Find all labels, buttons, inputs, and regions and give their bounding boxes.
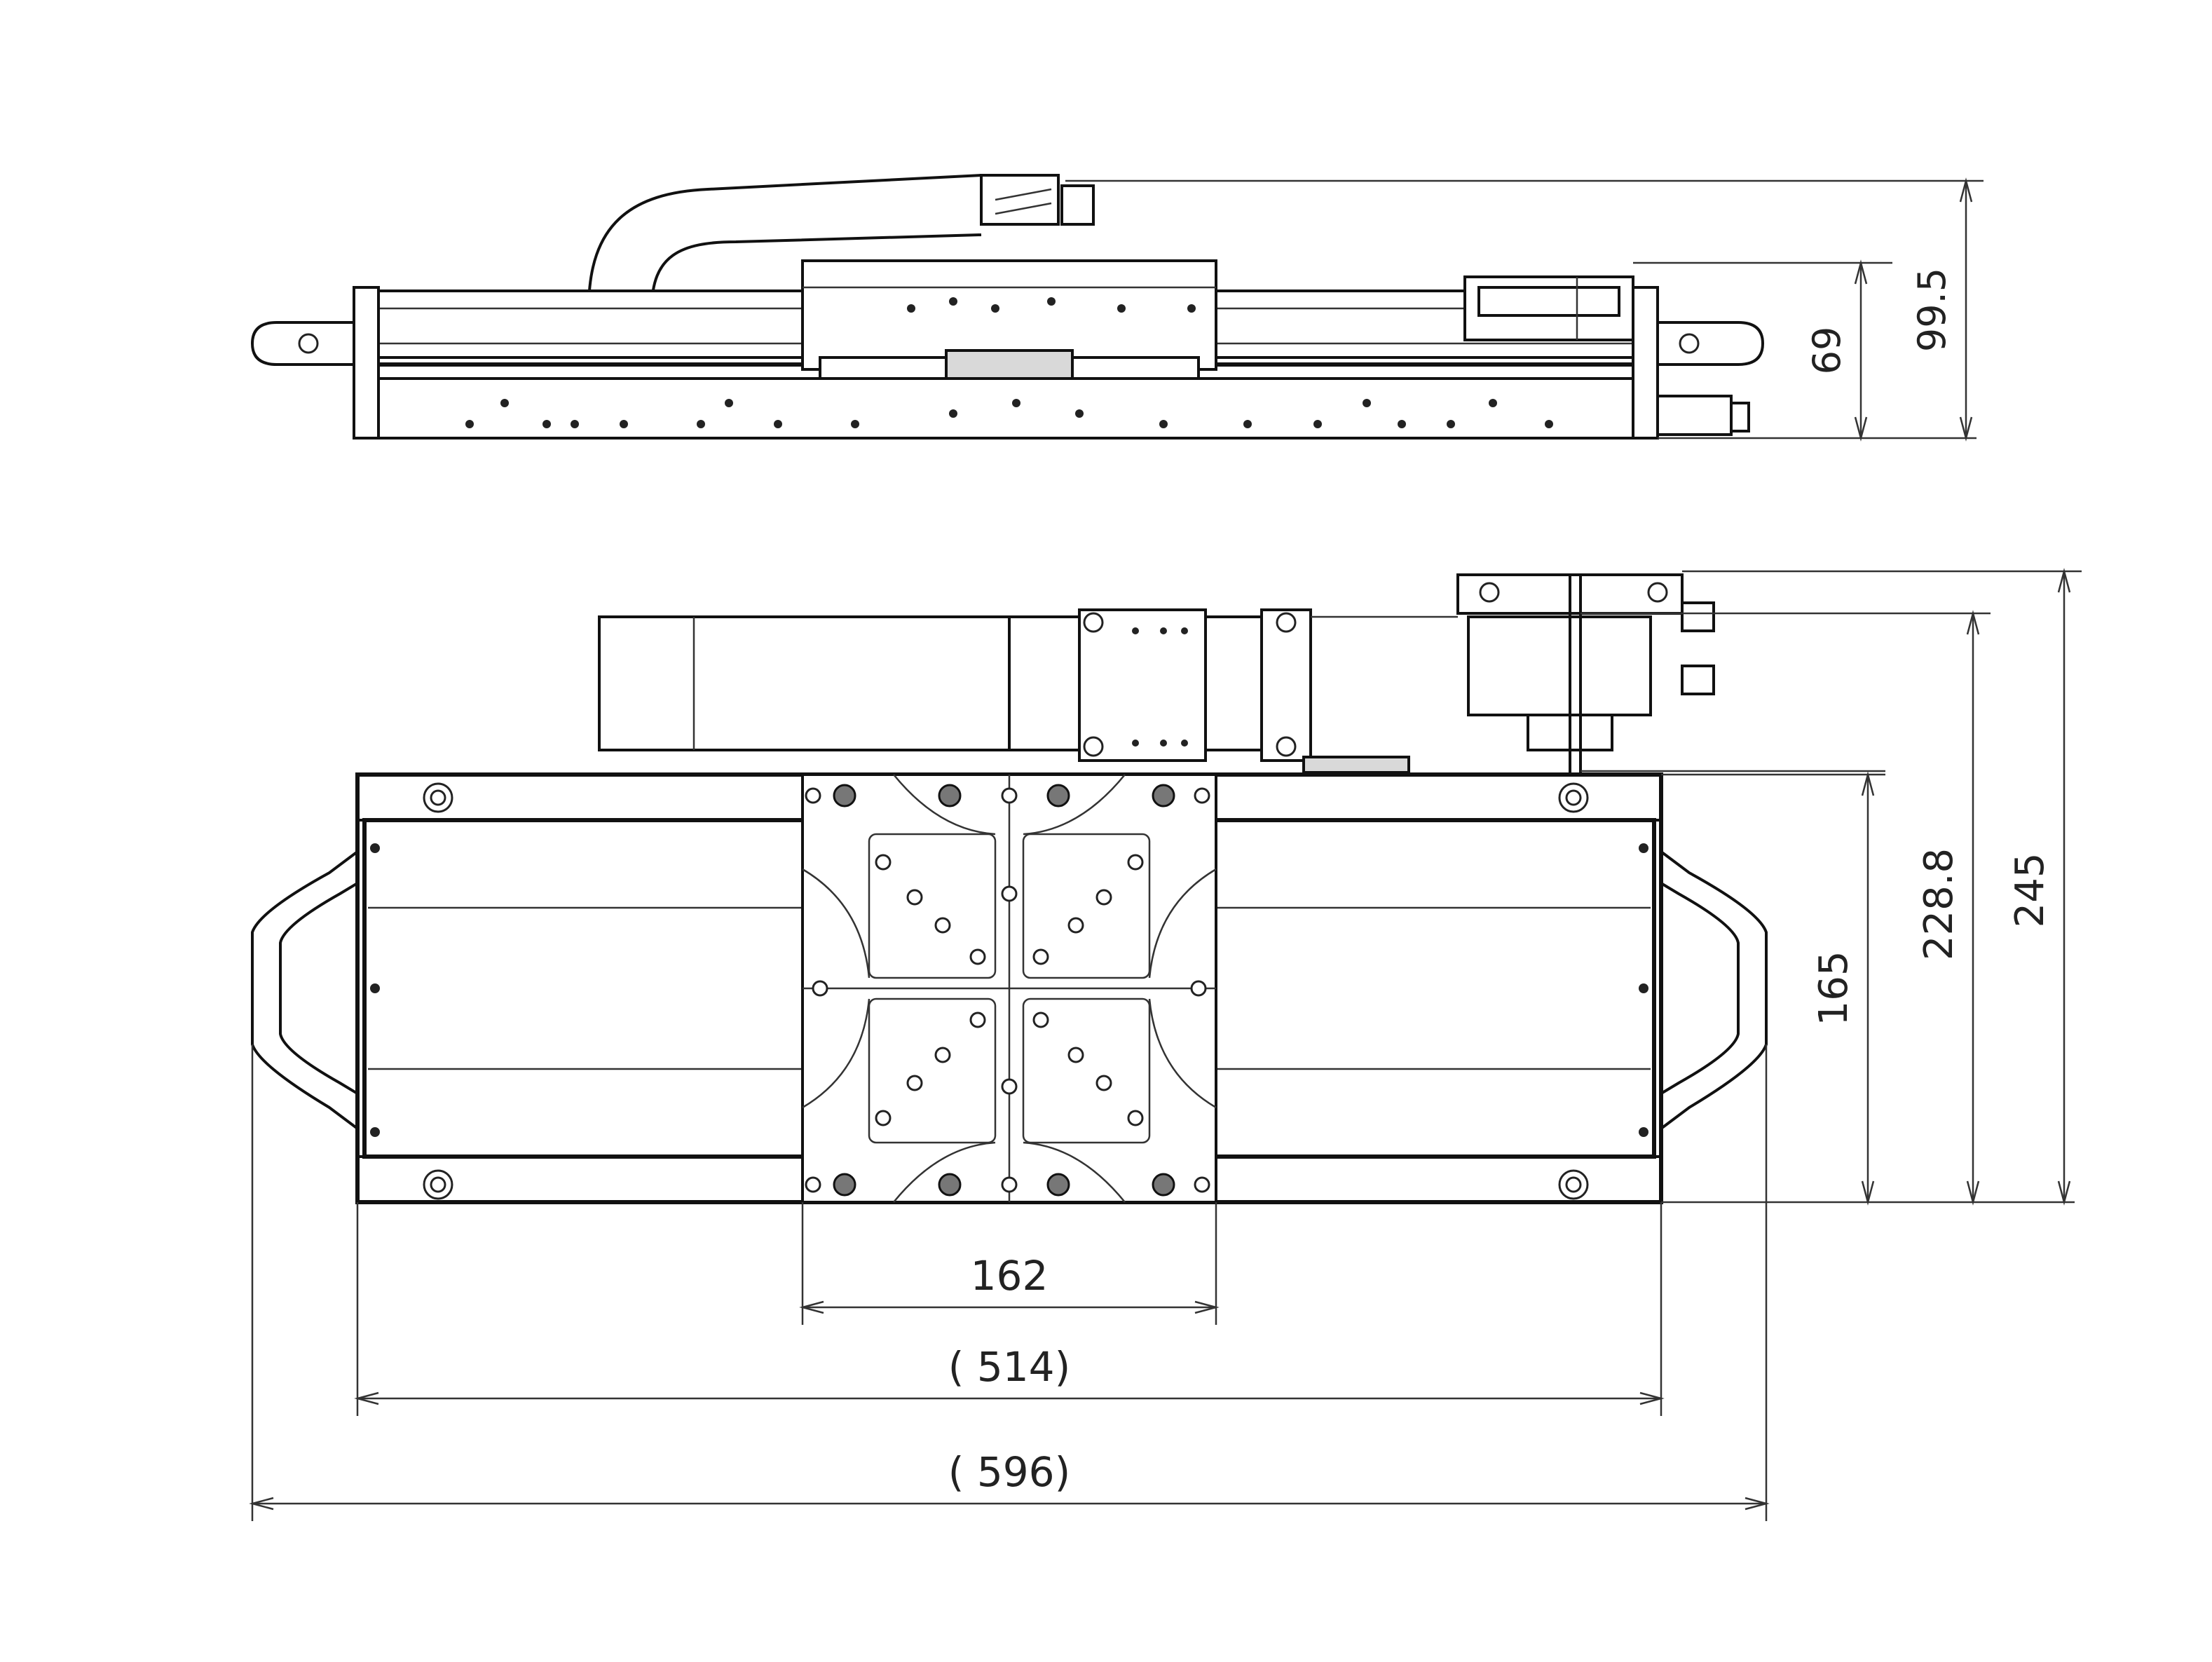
dimension-165-label: 165 [1811,951,1857,1026]
dimension-596-label: ( 596) [948,1448,1070,1496]
dimension-514: ( 514) [354,1202,1665,1416]
dimension-228-8-label: 228.8 [1916,848,1962,960]
side-view-holes [465,297,1553,428]
dimension-99-5-label: 99.5 [1910,268,1954,352]
plan-view: 162 ( 514) ( 596) 165 [249,568,2082,1521]
side-view: 69 99.5 [250,174,1984,442]
dimension-162: 162 [799,1202,1220,1325]
dimension-245-label: 245 [2007,853,2053,928]
dimension-245: 245 [1682,568,2082,1206]
dimension-69-label: 69 [1805,327,1849,375]
dimension-162-label: 162 [971,1252,1049,1300]
dimension-228-8: 228.8 [1581,610,1991,1206]
dimension-596: ( 596) [249,1044,1770,1521]
dimension-69: 69 [1633,259,1977,442]
dimension-165: 165 [1661,771,2075,1206]
dimension-99-5: 99.5 [1065,177,1984,442]
dimension-514-label: ( 514) [948,1343,1070,1391]
